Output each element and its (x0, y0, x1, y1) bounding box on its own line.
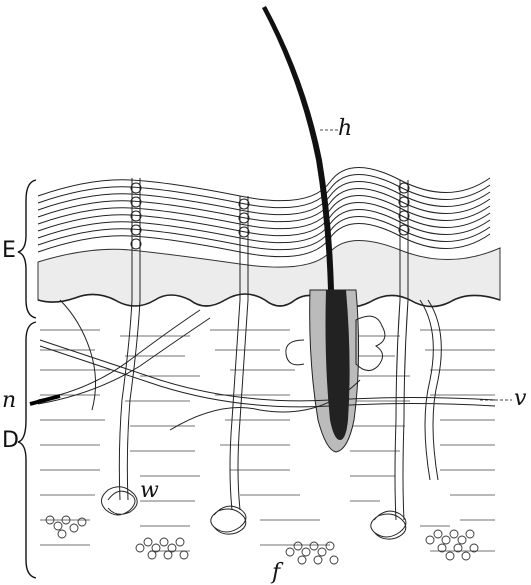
sweat-gland-label: w (140, 480, 159, 502)
epidermis-label: E (2, 240, 16, 262)
epidermis-layers (38, 167, 490, 256)
vessel-label: v (514, 388, 526, 410)
hair-label: h (338, 118, 352, 140)
nerves-vessels (38, 300, 495, 480)
fat-clusters (46, 516, 478, 564)
layer-braces (18, 180, 36, 578)
fat-label: f (272, 562, 280, 584)
granular-layer (38, 240, 500, 307)
dermis-label: D (2, 430, 19, 452)
nerve-label: n (2, 390, 16, 412)
